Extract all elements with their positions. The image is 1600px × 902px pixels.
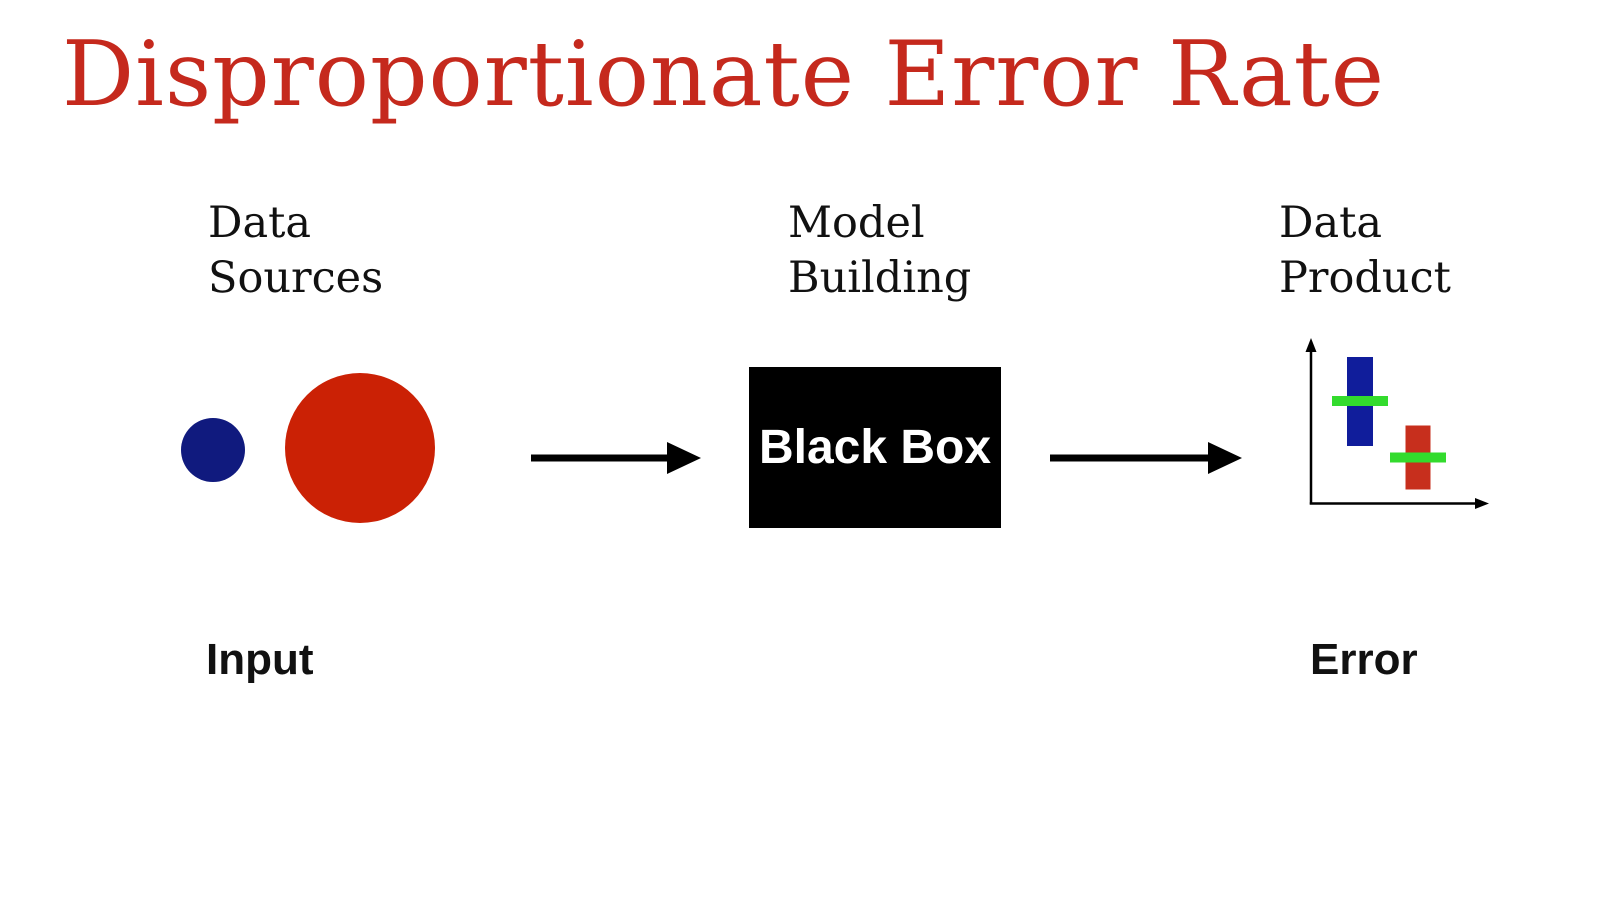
flow-arrow-icon bbox=[1050, 442, 1242, 474]
large-red-circle-icon bbox=[285, 373, 435, 523]
model-building-label-line2: Building bbox=[788, 253, 972, 303]
model-building-label: Model Building bbox=[788, 196, 971, 306]
data-sources-label-line1: Data bbox=[208, 198, 312, 248]
data-sources-label: Data Sources bbox=[208, 196, 383, 306]
error-label: Error bbox=[1310, 635, 1418, 684]
slide-title: Disproportionate Error Rate bbox=[62, 22, 1386, 127]
data-product-label-line2: Product bbox=[1279, 253, 1451, 303]
small-blue-circle-icon bbox=[181, 418, 245, 482]
blue-error-line bbox=[1332, 396, 1388, 406]
flow-arrow-icon bbox=[531, 442, 701, 474]
data-product-label: Data Product bbox=[1279, 196, 1451, 306]
error-rate-mini-chart-icon bbox=[1305, 338, 1489, 509]
arrow-head bbox=[1208, 442, 1242, 474]
red-error-line bbox=[1390, 452, 1446, 463]
x-axis-arrow-head bbox=[1475, 498, 1489, 509]
y-axis-arrow-head bbox=[1305, 338, 1317, 352]
black-box-label: Black Box bbox=[758, 421, 992, 474]
data-sources-label-line2: Sources bbox=[208, 253, 384, 303]
data-product-label-line1: Data bbox=[1279, 198, 1383, 248]
model-building-label-line1: Model bbox=[788, 198, 925, 248]
input-label: Input bbox=[206, 635, 314, 684]
arrow-head bbox=[667, 442, 701, 474]
black-box-node: Black Box bbox=[749, 367, 1001, 528]
